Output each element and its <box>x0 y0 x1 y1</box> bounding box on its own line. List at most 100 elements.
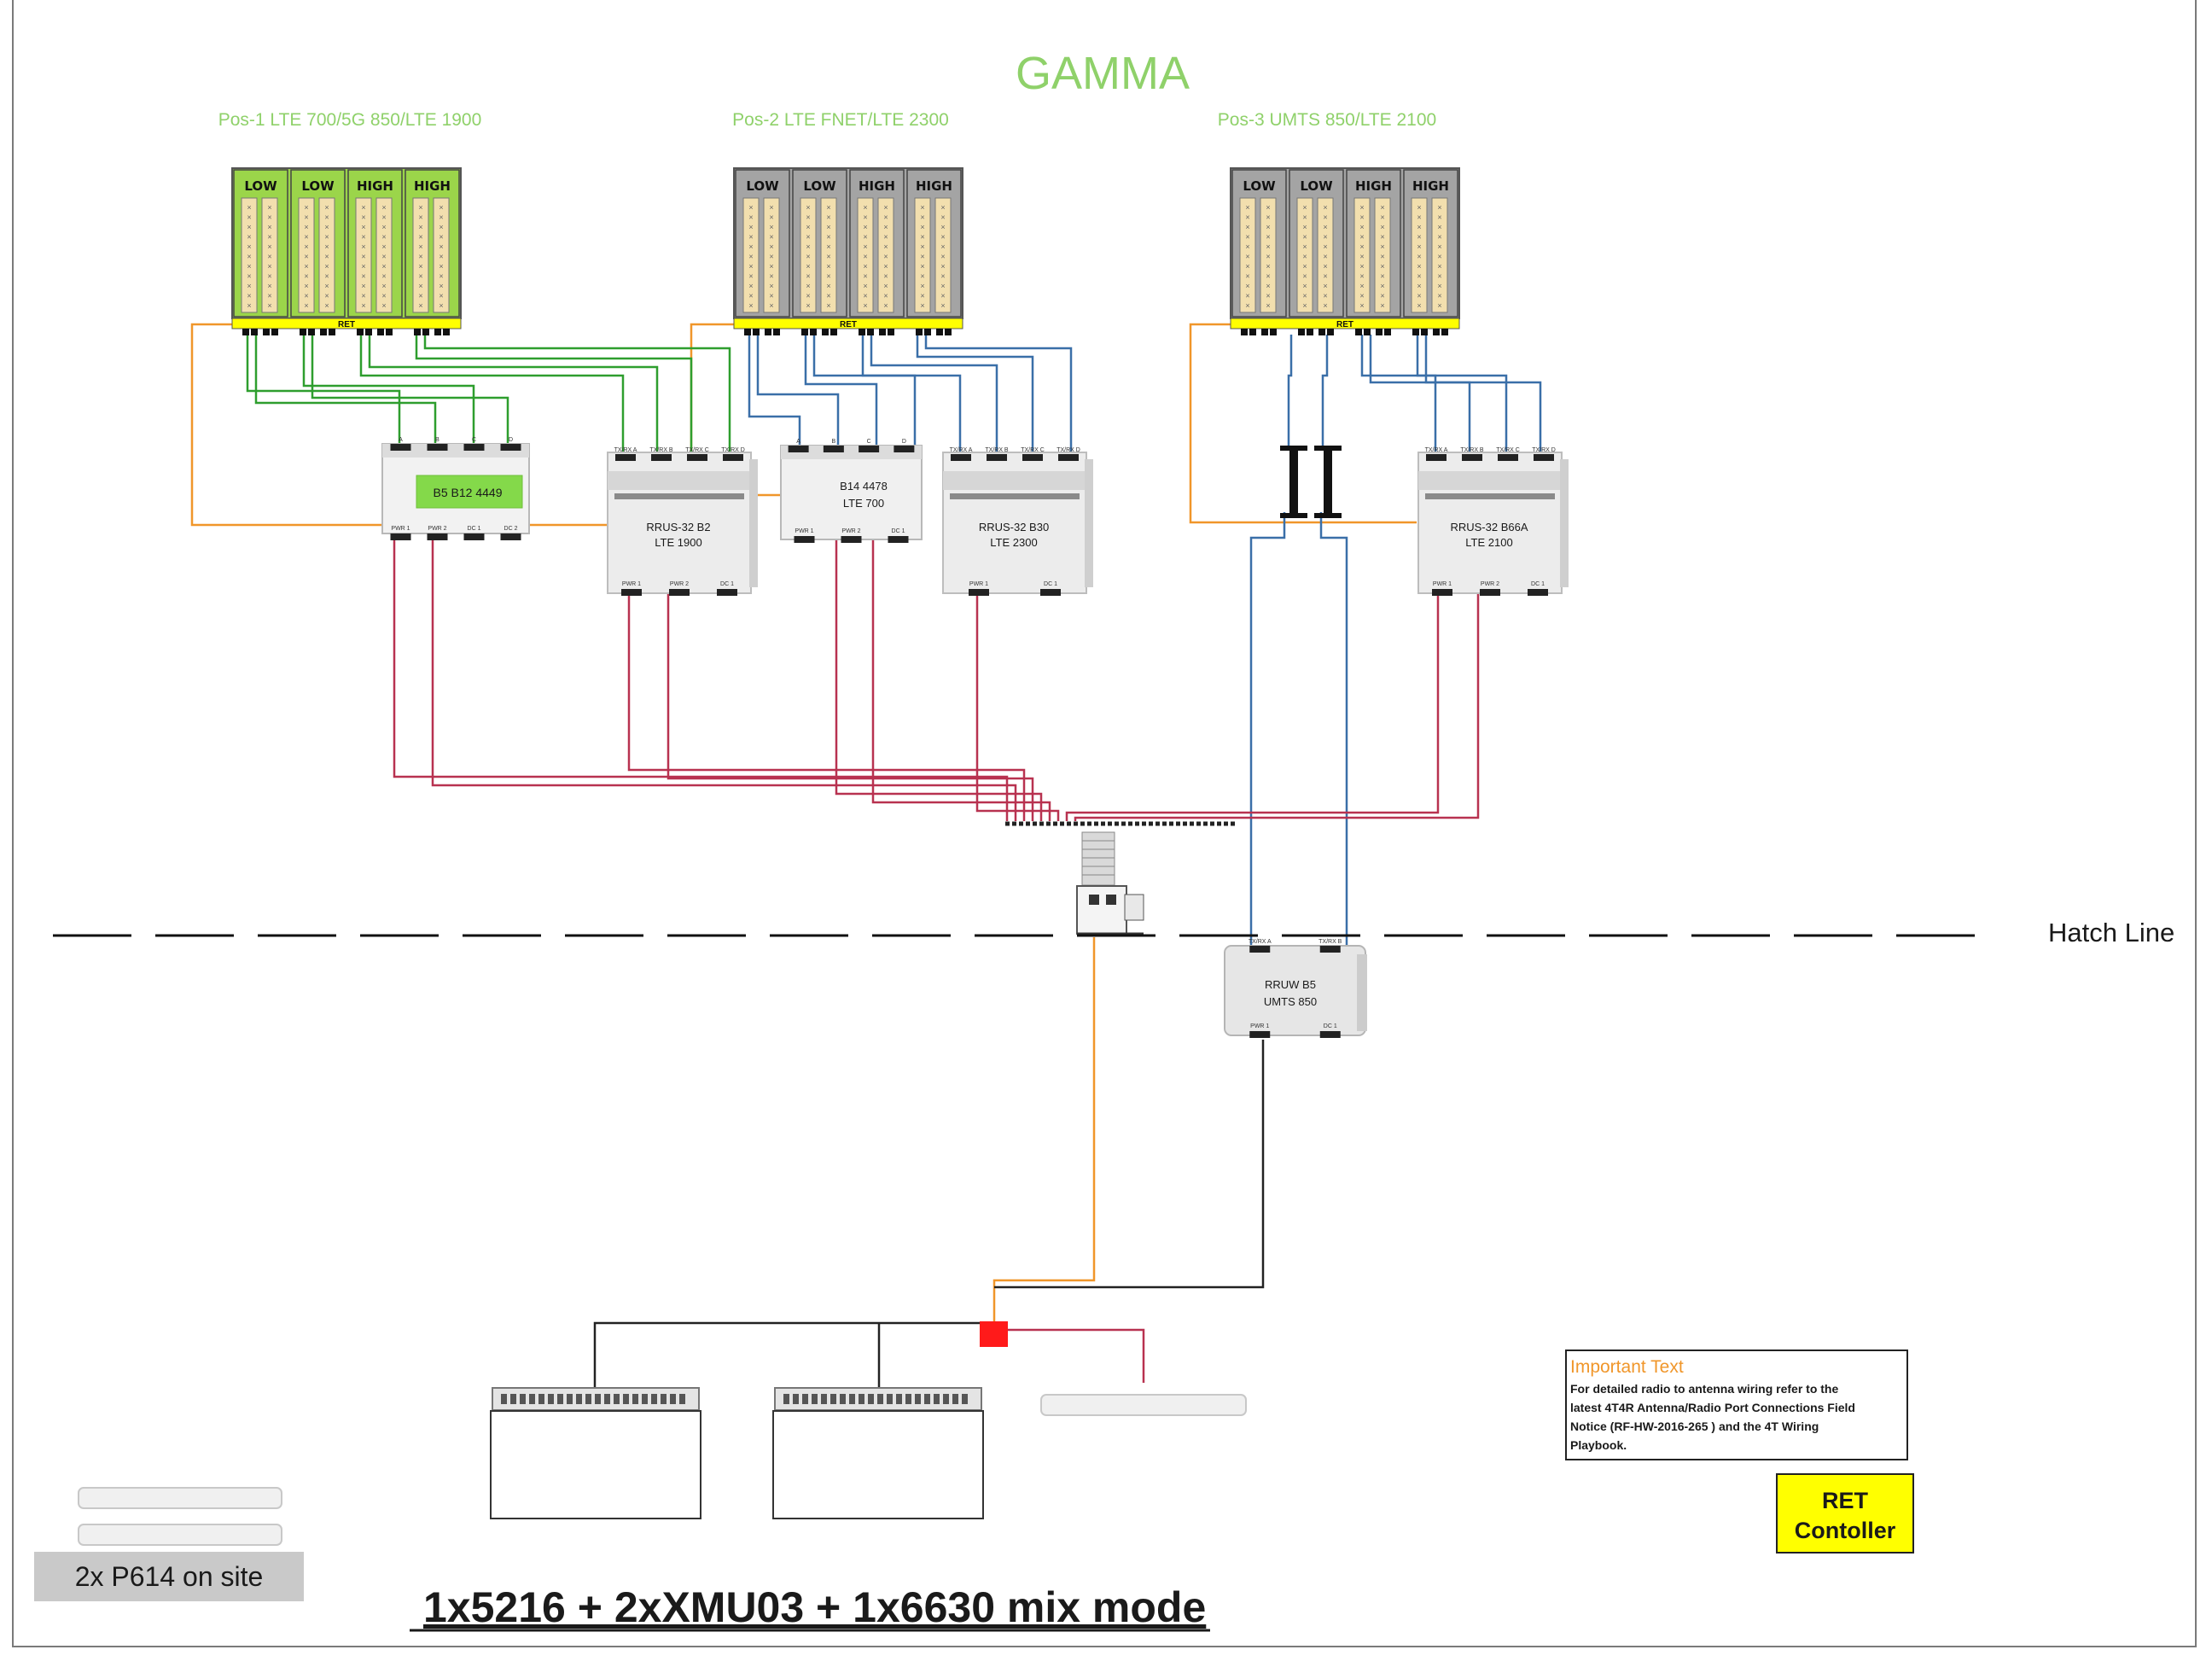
antenna-element: × <box>940 203 945 212</box>
antenna-element: × <box>324 253 329 261</box>
antenna-connector <box>879 329 886 335</box>
antenna-element: × <box>1359 292 1364 300</box>
ret-bar-label: RET <box>840 320 857 329</box>
radio-port-connector <box>969 589 989 596</box>
antenna-element: × <box>863 223 867 231</box>
antenna-element: × <box>439 242 443 251</box>
antenna-element: × <box>418 262 422 271</box>
baseband-port <box>679 1394 685 1404</box>
antenna-element: × <box>826 292 830 300</box>
antenna-column-label: LOW <box>803 178 836 194</box>
antenna-element-column <box>1317 197 1334 313</box>
radio-port-connector <box>500 533 521 540</box>
antenna-element: × <box>418 223 422 231</box>
radio-port-connector <box>794 536 815 543</box>
baseband-port <box>802 1394 808 1404</box>
ret-bar-label: RET <box>1336 320 1353 329</box>
coax-jumper <box>924 335 1073 454</box>
radio-port-connector <box>723 454 743 461</box>
antenna-element: × <box>940 233 945 242</box>
antenna-connector <box>1270 329 1277 335</box>
radio-port-connector <box>987 454 1007 461</box>
antenna-element: × <box>920 203 924 212</box>
antenna-element: × <box>324 242 329 251</box>
antenna-element-column <box>934 197 952 313</box>
ret-bar-label: RET <box>338 320 355 329</box>
coax-jumper <box>804 335 878 446</box>
antenna-connector <box>810 329 817 335</box>
antenna-element: × <box>826 213 830 222</box>
antenna-element: × <box>267 262 271 271</box>
baseband-port <box>849 1394 855 1404</box>
pos-1-label: Pos-1 LTE 700/5G 850/LTE 1900 <box>218 110 482 130</box>
antenna-element: × <box>826 242 830 251</box>
antenna-element: × <box>361 292 365 300</box>
antenna-element: × <box>361 282 365 290</box>
baseband-port <box>661 1394 667 1404</box>
antenna-element: × <box>769 223 773 231</box>
antenna-element: × <box>247 262 251 271</box>
antenna-element-column <box>742 197 760 313</box>
antenna-element: × <box>247 233 251 242</box>
radio-port-connector <box>1249 1031 1271 1038</box>
radio-port-connector <box>1480 589 1500 596</box>
baseband-port <box>557 1394 563 1404</box>
antenna-element: × <box>439 301 443 310</box>
radio-port-label: PWR 2 <box>670 581 689 587</box>
antenna-element: × <box>1359 262 1364 271</box>
antenna-element: × <box>940 223 945 231</box>
antenna-element: × <box>267 203 271 212</box>
coax-jumper <box>302 335 475 444</box>
radio-port-label: TX/RX D <box>721 447 745 453</box>
antenna-element: × <box>324 203 329 212</box>
antenna-element: × <box>769 213 773 222</box>
antenna-connector <box>377 329 384 335</box>
coax-jumper <box>748 335 801 446</box>
antenna-pos-3: LOW××××××××××××××××××××××LOW××××××××××××… <box>1230 167 1460 335</box>
baseband-port <box>538 1394 544 1404</box>
antenna-element: × <box>1245 282 1249 290</box>
antenna-element: × <box>1302 262 1307 271</box>
antenna-column-label: HIGH <box>1412 178 1449 194</box>
antenna-element: × <box>748 272 753 281</box>
antenna-element: × <box>304 223 308 231</box>
radio-port-label: TX/RX C <box>1021 447 1045 453</box>
antenna-element: × <box>1323 253 1327 261</box>
antenna-element: × <box>826 282 830 290</box>
antenna-element: × <box>267 292 271 300</box>
coax-jumper <box>254 335 437 444</box>
antenna-connector <box>271 329 278 335</box>
antenna-element: × <box>826 272 830 281</box>
power-cable <box>667 591 1034 821</box>
important-note-heading: Important Text <box>1570 1357 1684 1377</box>
antenna-column-label: HIGH <box>357 178 393 194</box>
antenna-connector <box>357 329 364 335</box>
rrus32-b30-name: RRUS-32 B30 <box>979 521 1049 533</box>
antenna-element: × <box>1302 292 1307 300</box>
antenna-panel <box>347 169 403 318</box>
antenna-element: × <box>1437 242 1441 251</box>
antenna-element: × <box>883 242 888 251</box>
antenna-column-label: HIGH <box>859 178 895 194</box>
antenna-element: × <box>806 203 810 212</box>
antenna-element-column <box>375 197 393 313</box>
antenna-element: × <box>1323 242 1327 251</box>
baseband-port <box>501 1394 507 1404</box>
antenna-element-column <box>763 197 780 313</box>
coax-jumper <box>415 335 693 454</box>
radio-port-connector <box>1319 1031 1341 1038</box>
antenna-panel <box>735 169 790 318</box>
antenna-element: × <box>439 233 443 242</box>
antenna-element: × <box>920 292 924 300</box>
radio-port-label: TX/RX C <box>1496 447 1520 453</box>
antenna-element: × <box>769 282 773 290</box>
radio-port-label: TX/RX B <box>1460 447 1484 453</box>
fiber-hub-icon <box>980 1321 1008 1347</box>
baseband-port <box>887 1394 893 1404</box>
antenna-connector <box>1441 329 1448 335</box>
